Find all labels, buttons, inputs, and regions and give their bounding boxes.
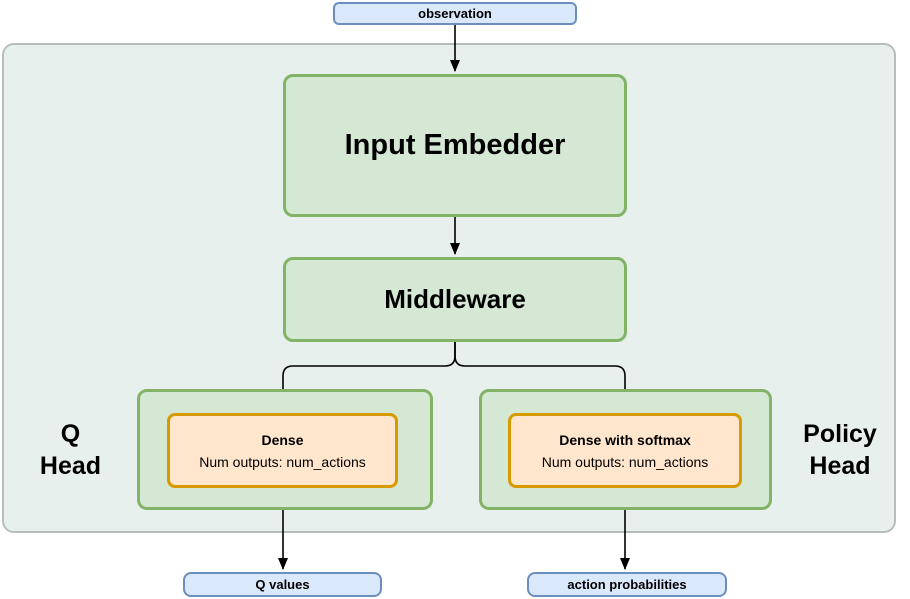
q-head-label-line2: Head xyxy=(39,452,102,480)
action-probabilities-node: action probabilities xyxy=(527,572,727,597)
dense-node: Dense Num outputs: num_actions xyxy=(167,413,398,488)
dense-softmax-title: Dense with softmax xyxy=(559,431,691,448)
dense-title: Dense xyxy=(261,431,304,448)
q-head-label-line1: Q xyxy=(60,420,81,448)
dense-softmax-subtitle: Num outputs: num_actions xyxy=(541,453,709,470)
input-embedder-node: Input Embedder xyxy=(283,74,627,217)
observation-label: observation xyxy=(418,6,492,21)
q-values-label: Q values xyxy=(255,577,310,592)
action-probabilities-label: action probabilities xyxy=(567,577,687,592)
dense-softmax-node: Dense with softmax Num outputs: num_acti… xyxy=(508,413,742,488)
middleware-label: Middleware xyxy=(384,284,526,314)
input-embedder-label: Input Embedder xyxy=(344,129,566,161)
policy-head-label-line2: Head xyxy=(809,452,871,480)
policy-head-label-line1: Policy xyxy=(803,420,877,448)
policy-head-label: Policy Head xyxy=(786,418,894,482)
observation-node: observation xyxy=(333,2,577,25)
q-head-label: Q Head xyxy=(18,418,123,482)
middleware-node: Middleware xyxy=(283,257,627,342)
q-values-node: Q values xyxy=(183,572,382,597)
dense-subtitle: Num outputs: num_actions xyxy=(199,453,366,470)
